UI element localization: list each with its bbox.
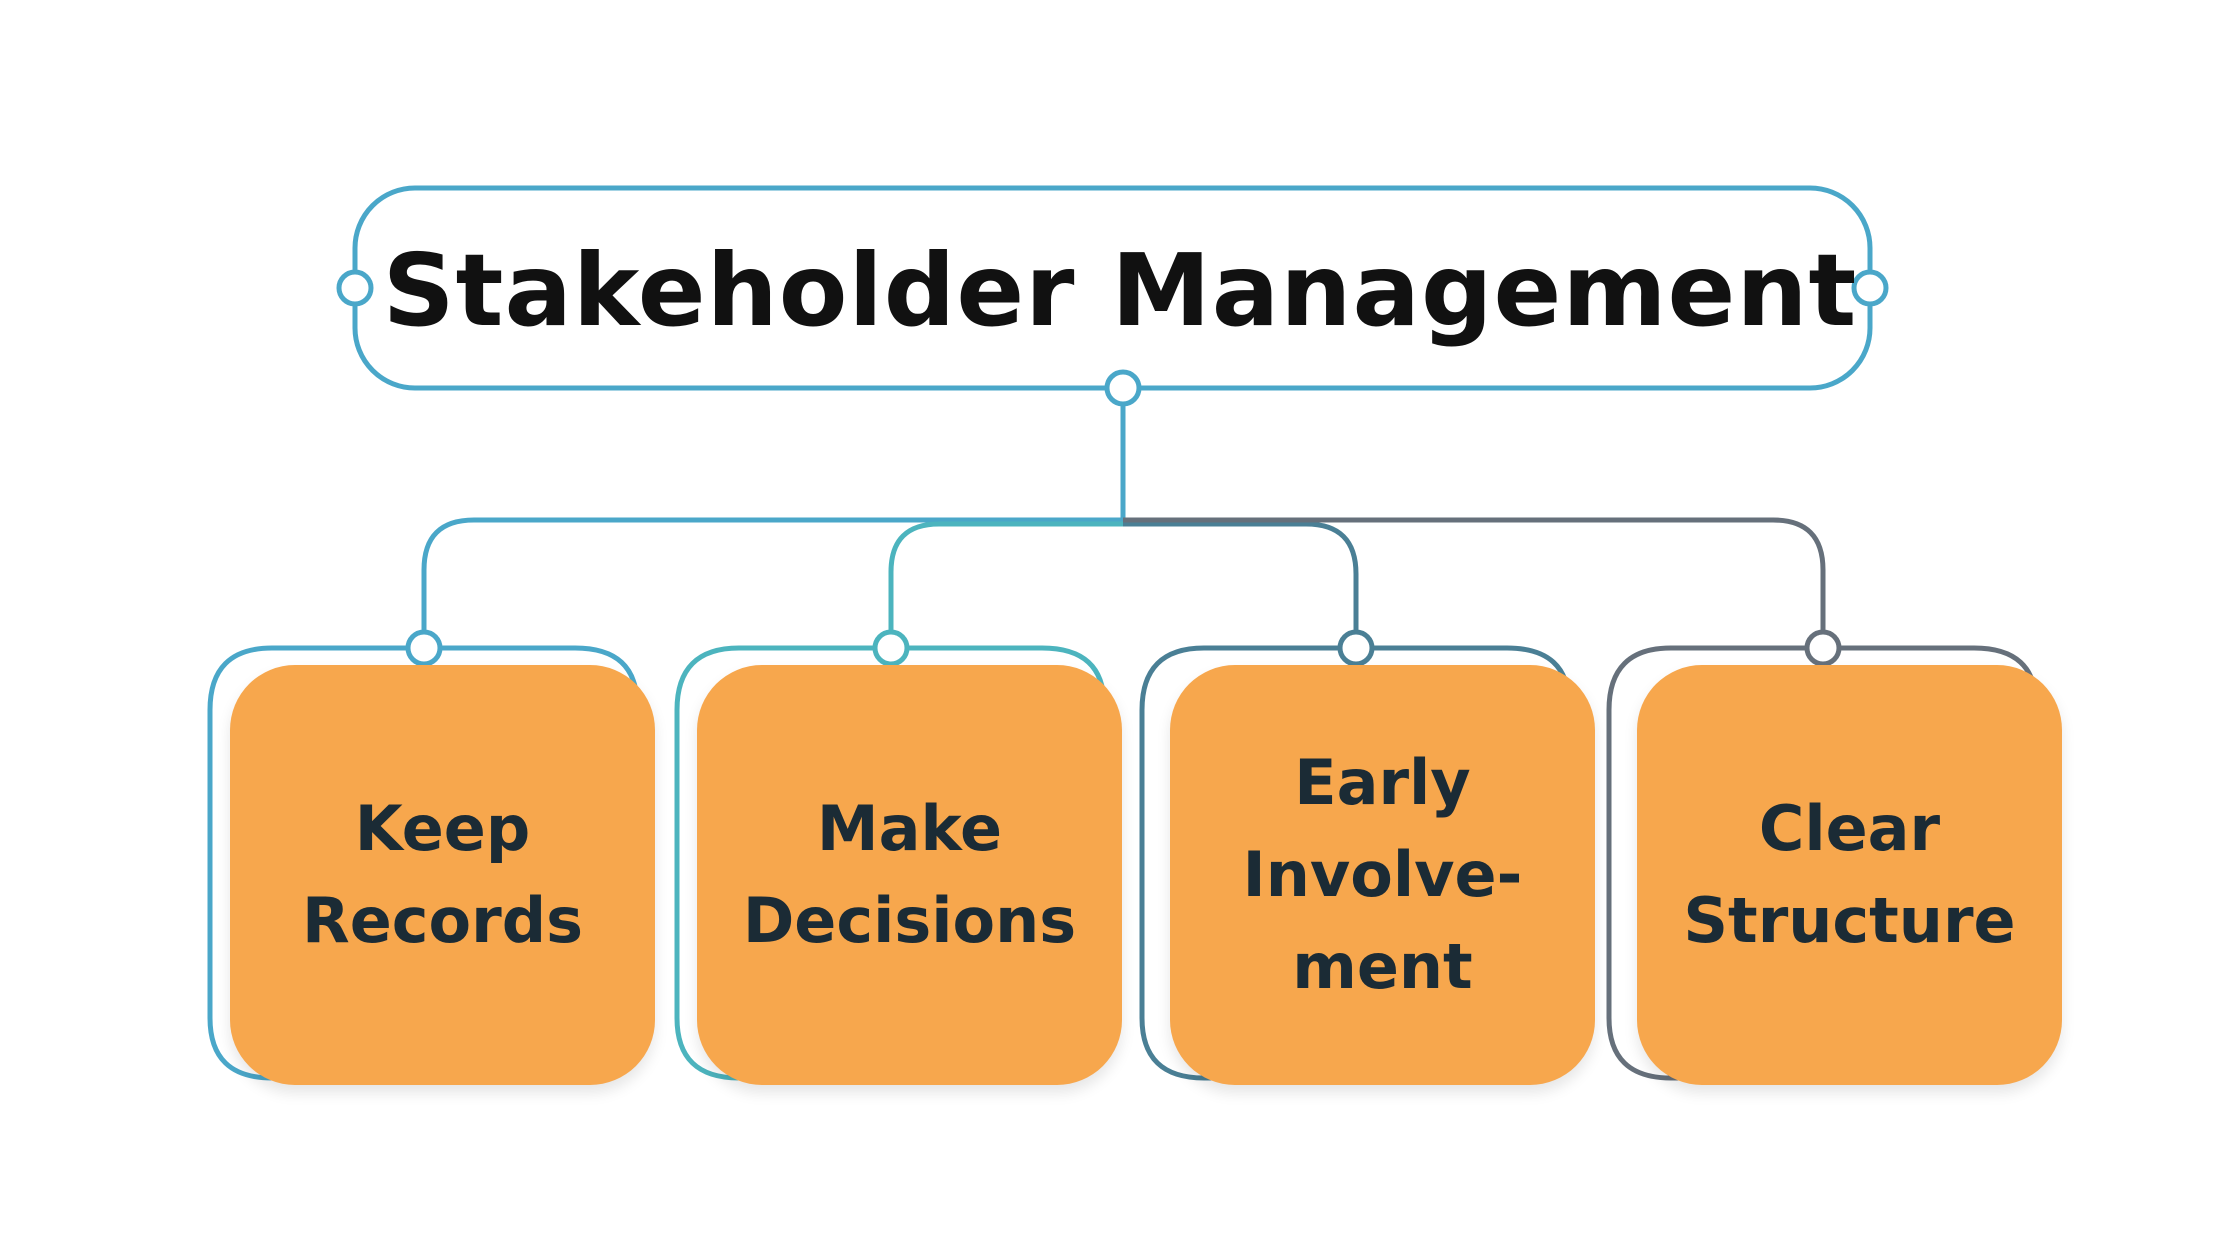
card-2-connector-dot xyxy=(872,629,910,667)
card-1-line-1: Keep xyxy=(354,792,531,865)
card-2-label: Make Decisions xyxy=(743,783,1076,967)
card-3-line-1: Early xyxy=(1294,746,1471,819)
branch-line-4 xyxy=(1123,517,1826,648)
card-2-line-2: Decisions xyxy=(742,884,1077,957)
card-2-line-1: Make xyxy=(816,792,1003,865)
card-early-involvement: Early Involve- ment xyxy=(1170,665,1595,1085)
title-right-connector-dot xyxy=(1851,269,1889,307)
diagram-title: Stakeholder Management xyxy=(382,231,1858,349)
title-bottom-connector-dot xyxy=(1104,369,1142,407)
card-1-line-2: Records xyxy=(302,884,583,957)
branch-line-1 xyxy=(421,517,1123,648)
card-1-connector-dot xyxy=(405,629,443,667)
card-4-label: Clear Structure xyxy=(1683,783,2015,967)
card-1-label: Keep Records xyxy=(302,783,583,967)
card-4-connector-dot xyxy=(1804,629,1842,667)
card-3-label: Early Involve- ment xyxy=(1243,737,1523,1013)
card-3-line-3: ment xyxy=(1292,930,1473,1003)
card-3-line-2: Involve- xyxy=(1242,838,1523,911)
card-3-connector-dot xyxy=(1337,629,1375,667)
branch-line-3 xyxy=(1123,521,1359,648)
branch-line-2 xyxy=(888,521,1123,648)
card-clear-structure: Clear Structure xyxy=(1637,665,2062,1085)
card-make-decisions: Make Decisions xyxy=(697,665,1122,1085)
card-4-line-1: Clear xyxy=(1758,792,1941,865)
card-keep-records: Keep Records xyxy=(230,665,655,1085)
card-4-line-2: Structure xyxy=(1683,884,2016,957)
title-left-connector-dot xyxy=(336,269,374,307)
